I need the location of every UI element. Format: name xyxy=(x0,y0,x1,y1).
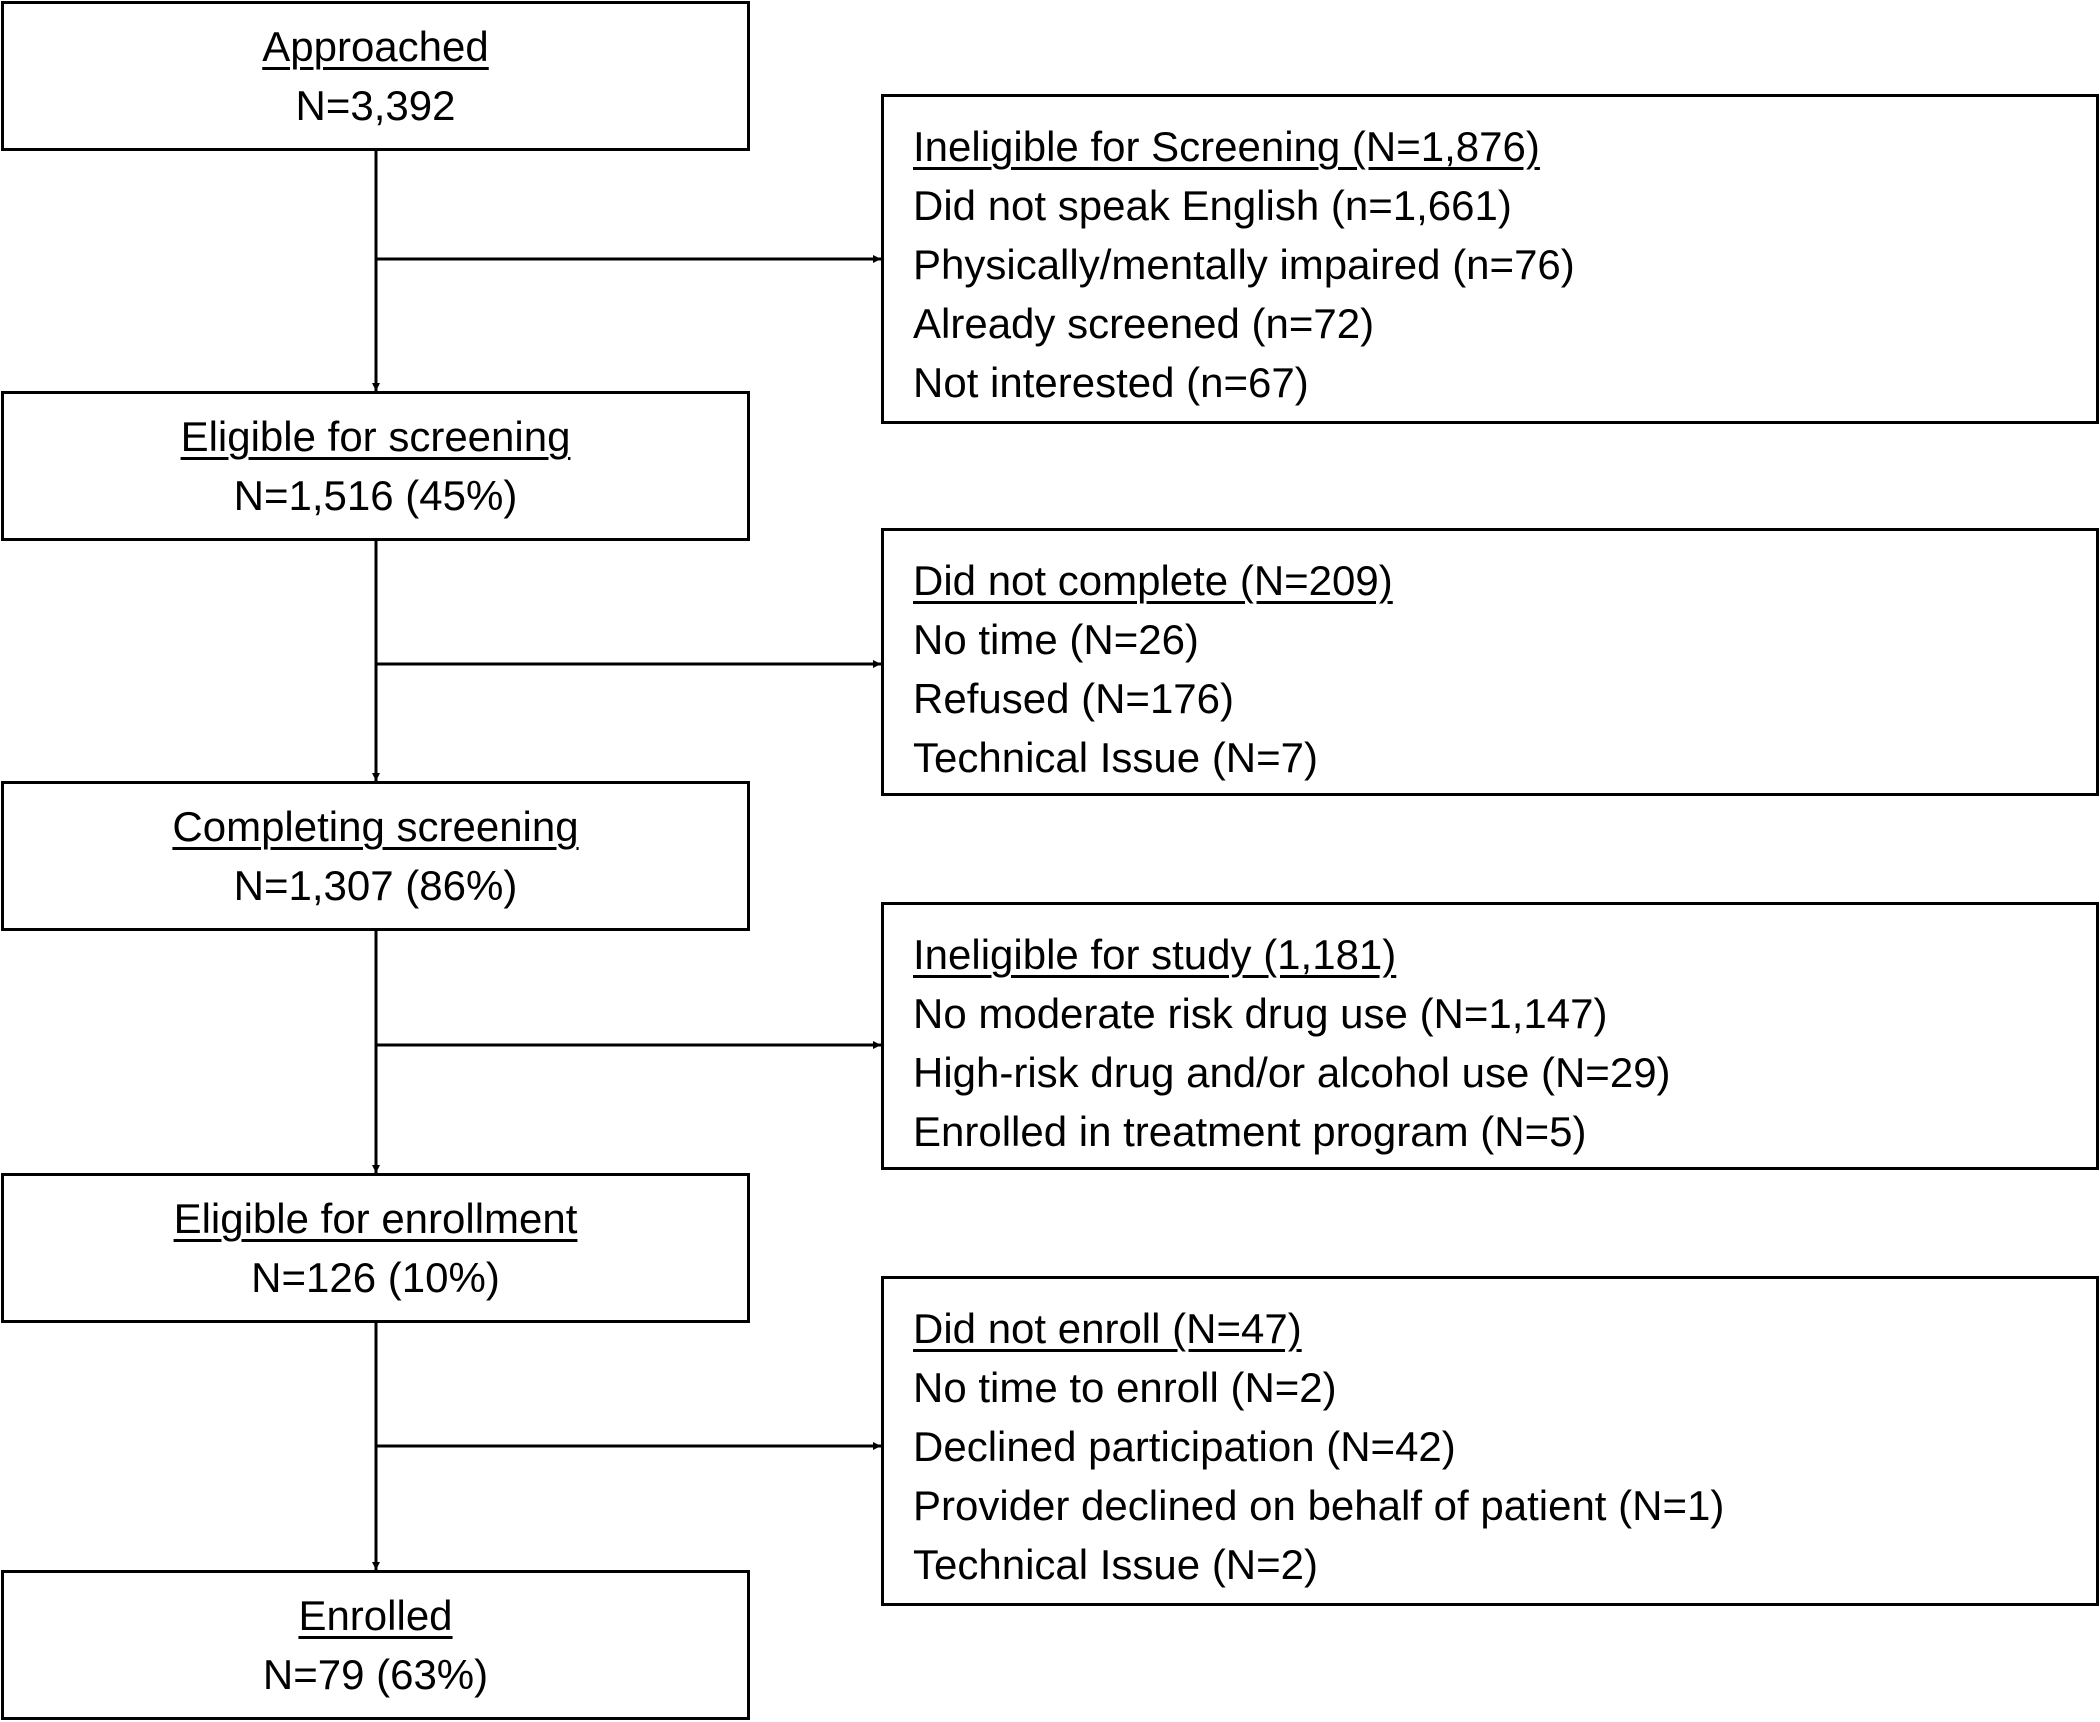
exclusion-reason: Refused (N=176) xyxy=(913,675,1235,722)
exclusion-reason: Technical Issue (N=2) xyxy=(913,1541,1319,1588)
exclusion-reason: Enrolled in treatment program (N=5) xyxy=(913,1108,1587,1155)
stage-count: N=1,516 (45%) xyxy=(233,472,518,519)
exclusion-reason: Declined participation (N=42) xyxy=(913,1423,1456,1470)
exclusion-reason: No moderate risk drug use (N=1,147) xyxy=(913,990,1608,1037)
stage-count: N=126 (10%) xyxy=(251,1254,500,1301)
exclusion-reason: High-risk drug and/or alcohol use (N=29) xyxy=(913,1049,1671,1096)
stage-title: Eligible for screening xyxy=(180,413,571,460)
exclusion-reason: No time to enroll (N=2) xyxy=(913,1364,1337,1411)
stage-box-approached: Approached N=3,392 xyxy=(1,1,750,151)
exclusion-reason: Provider declined on behalf of patient (… xyxy=(913,1482,1725,1529)
exclusion-title: Did not complete (N=209) xyxy=(913,557,1393,604)
exclusion-box-did-not-complete: Did not complete (N=209) No time (N=26) … xyxy=(881,528,2099,796)
exclusion-box-did-not-enroll: Did not enroll (N=47) No time to enroll … xyxy=(881,1276,2099,1606)
stage-count: N=3,392 xyxy=(295,82,456,129)
stage-box-completing-screening: Completing screening N=1,307 (86%) xyxy=(1,781,750,931)
stage-title: Completing screening xyxy=(172,803,579,850)
stage-title: Enrolled xyxy=(298,1592,453,1639)
exclusion-title: Ineligible for Screening (N=1,876) xyxy=(913,123,1540,170)
exclusion-reason: Technical Issue (N=7) xyxy=(913,734,1319,781)
stage-count: N=79 (63%) xyxy=(262,1651,489,1698)
exclusion-reason: Physically/mentally impaired (n=76) xyxy=(913,241,1575,288)
exclusion-box-ineligible-for-study: Ineligible for study (1,181) No moderate… xyxy=(881,902,2099,1170)
exclusion-reason: Already screened (n=72) xyxy=(913,300,1375,347)
exclusion-reason: Not interested (n=67) xyxy=(913,359,1309,406)
stage-box-eligible-for-enrollment: Eligible for enrollment N=126 (10%) xyxy=(1,1173,750,1323)
exclusion-title: Did not enroll (N=47) xyxy=(913,1305,1302,1352)
stage-title: Eligible for enrollment xyxy=(173,1195,578,1242)
exclusion-box-ineligible-for-screening: Ineligible for Screening (N=1,876) Did n… xyxy=(881,94,2099,424)
exclusion-reason: No time (N=26) xyxy=(913,616,1199,663)
stage-box-enrolled: Enrolled N=79 (63%) xyxy=(1,1570,750,1720)
stage-count: N=1,307 (86%) xyxy=(233,862,518,909)
exclusion-title: Ineligible for study (1,181) xyxy=(913,931,1397,978)
stage-title: Approached xyxy=(262,23,489,70)
exclusion-reason: Did not speak English (n=1,661) xyxy=(913,182,1512,229)
stage-box-eligible-for-screening: Eligible for screening N=1,516 (45%) xyxy=(1,391,750,541)
